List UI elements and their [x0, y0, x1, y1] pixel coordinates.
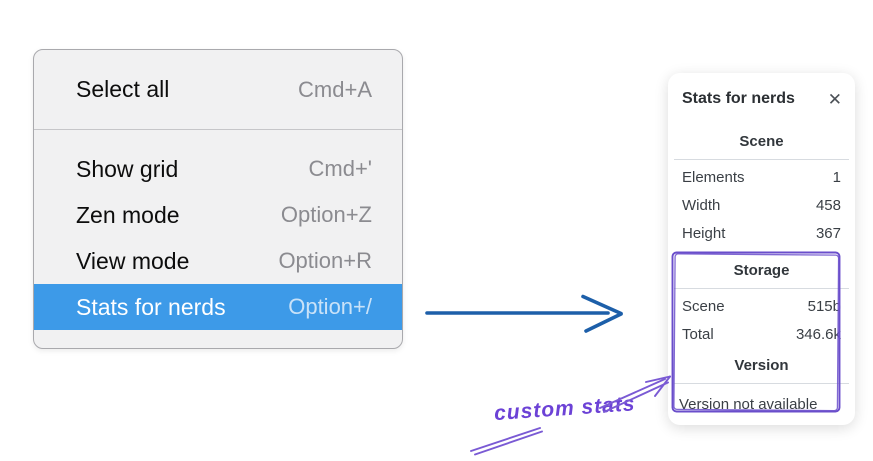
- menu-item-label: Select all: [76, 76, 170, 102]
- menu-item-label: Zen mode: [76, 201, 180, 228]
- custom-stats-annotation-label: custom stats: [493, 392, 637, 426]
- stat-value: 458: [815, 197, 841, 214]
- stat-row-scene-storage: Scene 515b: [668, 293, 855, 321]
- annotation-arrow: [470, 375, 671, 456]
- menu-item-shortcut: Option+R: [278, 248, 372, 273]
- divider: [674, 288, 849, 289]
- stat-label: Width: [682, 197, 721, 214]
- menu-item-show-grid[interactable]: Show grid Cmd+': [34, 146, 402, 192]
- stat-row-height: Height 367: [668, 220, 855, 248]
- stat-label: Height: [682, 225, 726, 242]
- menu-item-label: Show grid: [76, 155, 179, 182]
- stat-value: 1: [832, 169, 841, 186]
- menu-item-shortcut: Cmd+': [308, 156, 373, 181]
- stat-label: Scene: [682, 298, 725, 315]
- context-menu: Select all Cmd+A Show grid Cmd+' Zen mod…: [33, 49, 403, 349]
- stats-panel: Stats for nerds ✕ Scene Elements 1 Width…: [668, 73, 855, 425]
- flow-arrow: [425, 294, 623, 333]
- stat-label: Total: [682, 326, 714, 343]
- menu-item-view-mode[interactable]: View mode Option+R: [34, 238, 402, 284]
- menu-section-top: Select all Cmd+A: [34, 50, 402, 129]
- menu-item-zen-mode[interactable]: Zen mode Option+Z: [34, 192, 402, 238]
- stat-value: 367: [815, 225, 841, 242]
- divider: [674, 159, 849, 160]
- divider: [674, 383, 849, 384]
- menu-section-bottom: Show grid Cmd+' Zen mode Option+Z View m…: [34, 130, 402, 348]
- version-note: Version not available: [679, 396, 818, 413]
- scene-section-heading: Scene: [739, 133, 784, 150]
- menu-item-label: Stats for nerds: [76, 293, 226, 320]
- menu-item-select-all[interactable]: Select all Cmd+A: [34, 67, 402, 113]
- version-section-heading: Version: [734, 357, 789, 374]
- close-icon[interactable]: ✕: [827, 89, 842, 109]
- menu-item-stats-for-nerds[interactable]: Stats for nerds Option+/: [34, 284, 402, 330]
- menu-item-label: View mode: [76, 247, 190, 274]
- menu-divider: [34, 129, 402, 130]
- stat-row-elements: Elements 1: [668, 164, 855, 192]
- stat-row-width: Width 458: [668, 192, 855, 220]
- menu-item-shortcut: Cmd+A: [298, 76, 372, 102]
- storage-section-heading: Storage: [733, 262, 790, 279]
- stat-value: 515b: [807, 298, 841, 315]
- stats-panel-header: Stats for nerds ✕: [668, 73, 855, 109]
- stats-panel-title: Stats for nerds: [682, 90, 795, 107]
- menu-item-shortcut: Option+/: [288, 294, 372, 319]
- stat-row-total-storage: Total 346.6k: [668, 321, 855, 349]
- stat-label: Elements: [682, 169, 745, 186]
- menu-item-shortcut: Option+Z: [280, 202, 372, 227]
- stat-value: 346.6k: [795, 326, 841, 343]
